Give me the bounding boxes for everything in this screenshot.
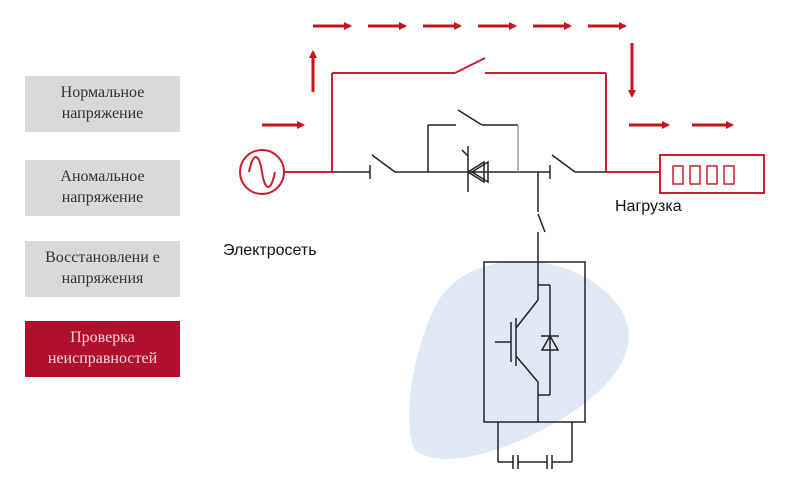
bypass-switch — [454, 57, 486, 74]
load-label: Нагрузка — [615, 198, 682, 215]
capacitor-bank — [497, 422, 573, 469]
igbt-icon — [495, 285, 539, 395]
input-switch — [371, 154, 396, 173]
mode-button-abnormal-voltage[interactable]: Аномальное напряжение — [25, 160, 180, 216]
mode-button-voltage-recovery[interactable]: Восстановлени е напряжения — [25, 241, 180, 297]
mode-button-normal-voltage[interactable]: Нормальное напряжение — [25, 76, 180, 132]
active-power-path — [284, 57, 660, 173]
thyristor-bypass-switch — [457, 109, 483, 126]
grid-source — [239, 149, 285, 195]
converter-module — [483, 261, 586, 423]
load-icon — [659, 154, 765, 194]
thyristor-icon — [461, 146, 489, 192]
converter-switch — [537, 213, 546, 233]
grid-label: Электросеть — [223, 242, 317, 259]
power-flow-arrows — [262, 22, 734, 129]
output-switch — [551, 154, 576, 173]
mode-button-fault-check[interactable]: Проверка неисправностей — [25, 321, 180, 377]
sine-wave-icon — [248, 156, 276, 188]
diode-icon — [540, 334, 560, 351]
main-circuit — [332, 109, 606, 262]
